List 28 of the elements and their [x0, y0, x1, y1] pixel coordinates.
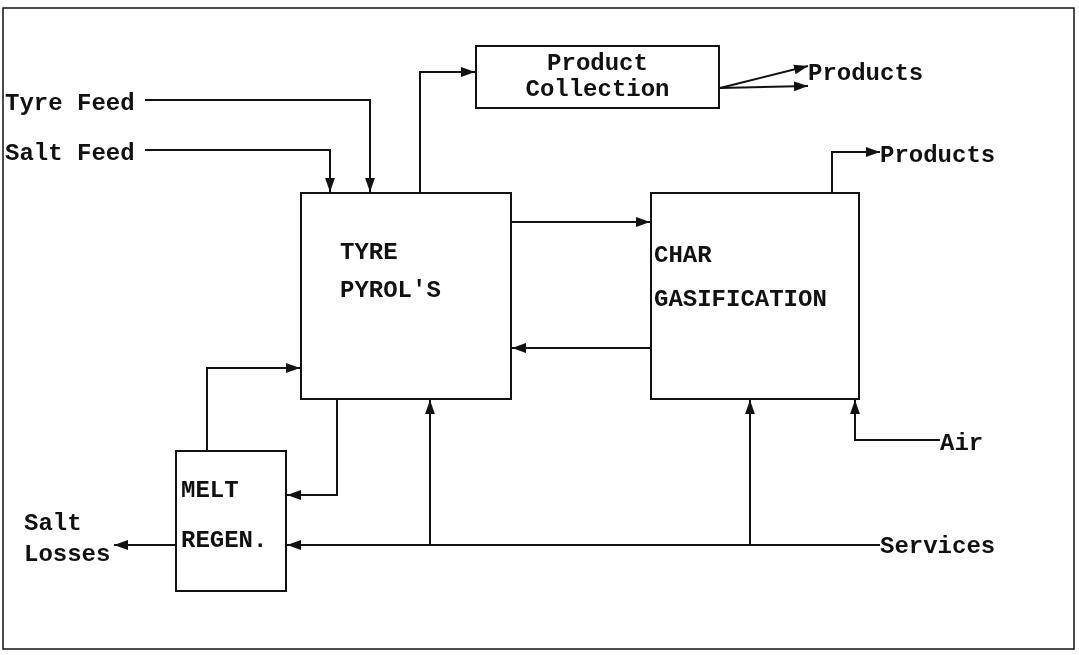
arrow [511, 343, 651, 353]
process-label: TYRE PYROL'S [340, 238, 441, 307]
output-label: Salt Losses [24, 509, 111, 571]
arrow [113, 540, 176, 550]
process-box [175, 450, 287, 592]
feed-label: Salt Feed [5, 139, 135, 169]
arrow [719, 64, 809, 89]
arrow [144, 149, 335, 193]
output-label: Products [808, 59, 924, 89]
arrow [831, 147, 881, 193]
input-label: Services [880, 532, 996, 562]
process-label: Product Collection [525, 50, 670, 104]
process-label: CHAR GASIFICATION [654, 241, 827, 316]
process-box [300, 192, 512, 400]
arrow [206, 363, 301, 451]
arrow [419, 67, 476, 193]
arrow [511, 217, 651, 227]
arrow [745, 399, 881, 546]
process-label: MELT REGEN. [181, 476, 268, 557]
output-label: Products [880, 141, 996, 171]
process-box [475, 45, 720, 109]
arrow [286, 399, 338, 500]
arrow [850, 399, 941, 441]
arrow [719, 81, 809, 92]
arrow [144, 99, 375, 193]
input-label: Air [940, 429, 984, 459]
feed-label: Tyre Feed [5, 89, 135, 119]
process-box [650, 192, 860, 400]
